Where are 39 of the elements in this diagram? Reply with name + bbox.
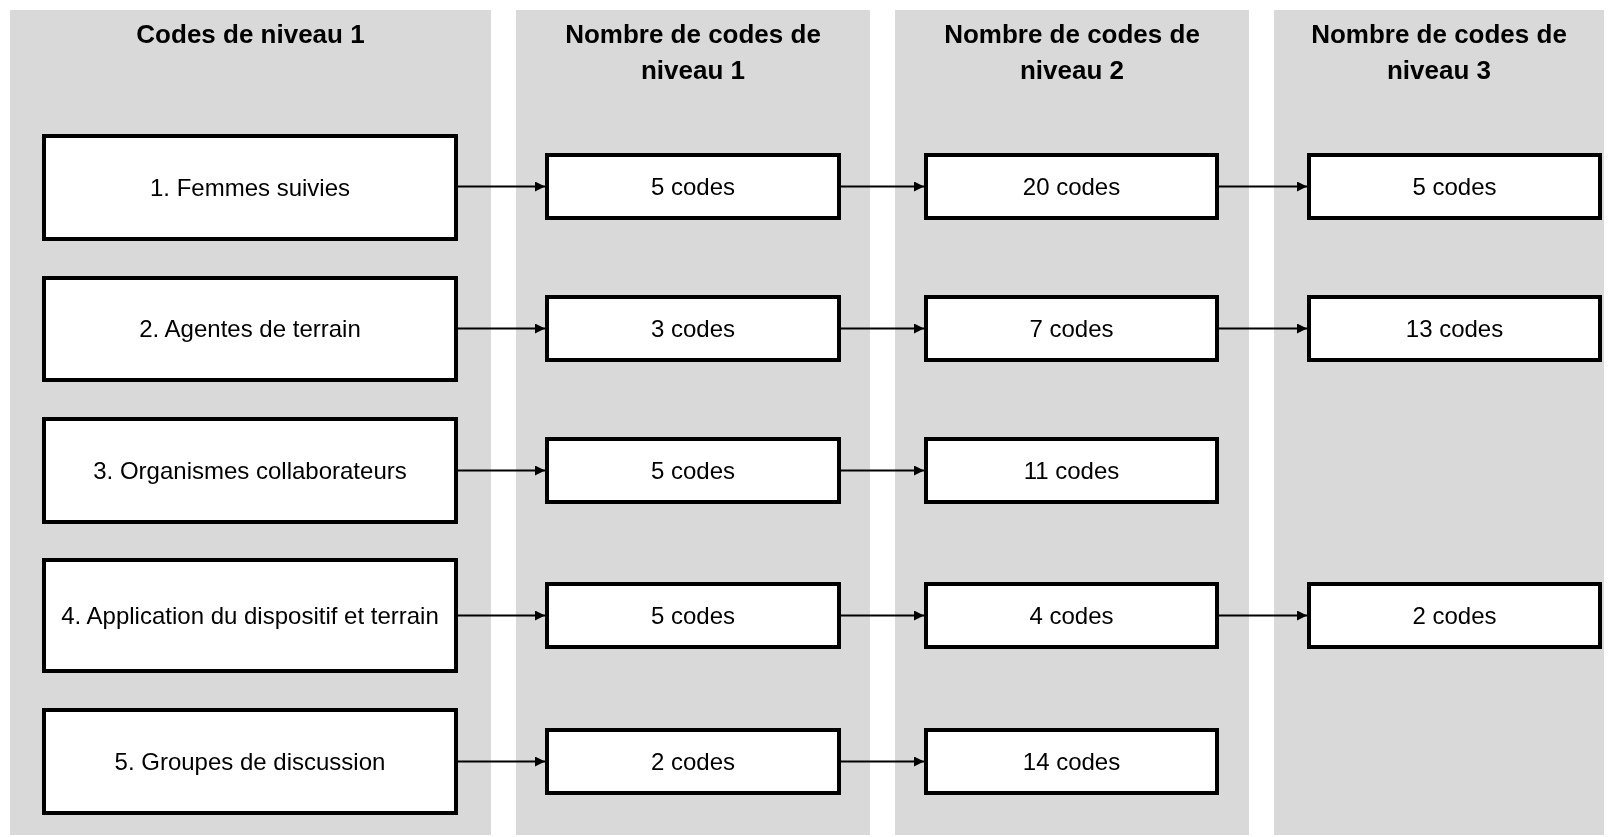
column-band: [10, 10, 491, 835]
code-box: 4. Application du dispositif et terrain: [42, 558, 458, 673]
column-heading: Nombre de codes de niveau 3: [1310, 18, 1568, 87]
arrow: [457, 610, 546, 621]
code-box: 2 codes: [1307, 582, 1602, 649]
code-box: 1. Femmes suivies: [42, 134, 458, 241]
column-heading: Nombre de codes de niveau 2: [943, 18, 1201, 87]
arrow: [1218, 181, 1308, 192]
arrow: [840, 181, 925, 192]
code-box: 3. Organismes collaborateurs: [42, 417, 458, 524]
arrow: [1218, 610, 1308, 621]
column-band: [1274, 10, 1604, 835]
code-box: 2. Agentes de terrain: [42, 276, 458, 382]
code-box: 14 codes: [924, 728, 1219, 795]
arrow: [457, 465, 546, 476]
code-box: 4 codes: [924, 582, 1219, 649]
arrow: [840, 465, 925, 476]
code-box: 5 codes: [1307, 153, 1602, 220]
arrow: [840, 610, 925, 621]
column-heading: Nombre de codes de niveau 1: [564, 18, 822, 87]
code-box: 5 codes: [545, 153, 841, 220]
code-box: 7 codes: [924, 295, 1219, 362]
arrow: [840, 756, 925, 767]
column-band: [516, 10, 870, 835]
code-box: 5. Groupes de discussion: [42, 708, 458, 815]
code-box: 11 codes: [924, 437, 1219, 504]
arrow: [1218, 323, 1308, 334]
code-box: 2 codes: [545, 728, 841, 795]
arrow: [457, 756, 546, 767]
arrow: [457, 323, 546, 334]
column-band: [895, 10, 1249, 835]
code-box: 5 codes: [545, 582, 841, 649]
column-heading: Codes de niveau 1: [135, 18, 366, 51]
code-box: 3 codes: [545, 295, 841, 362]
code-box: 20 codes: [924, 153, 1219, 220]
arrow: [840, 323, 925, 334]
code-box: 13 codes: [1307, 295, 1602, 362]
arrow: [457, 181, 546, 192]
code-box: 5 codes: [545, 437, 841, 504]
